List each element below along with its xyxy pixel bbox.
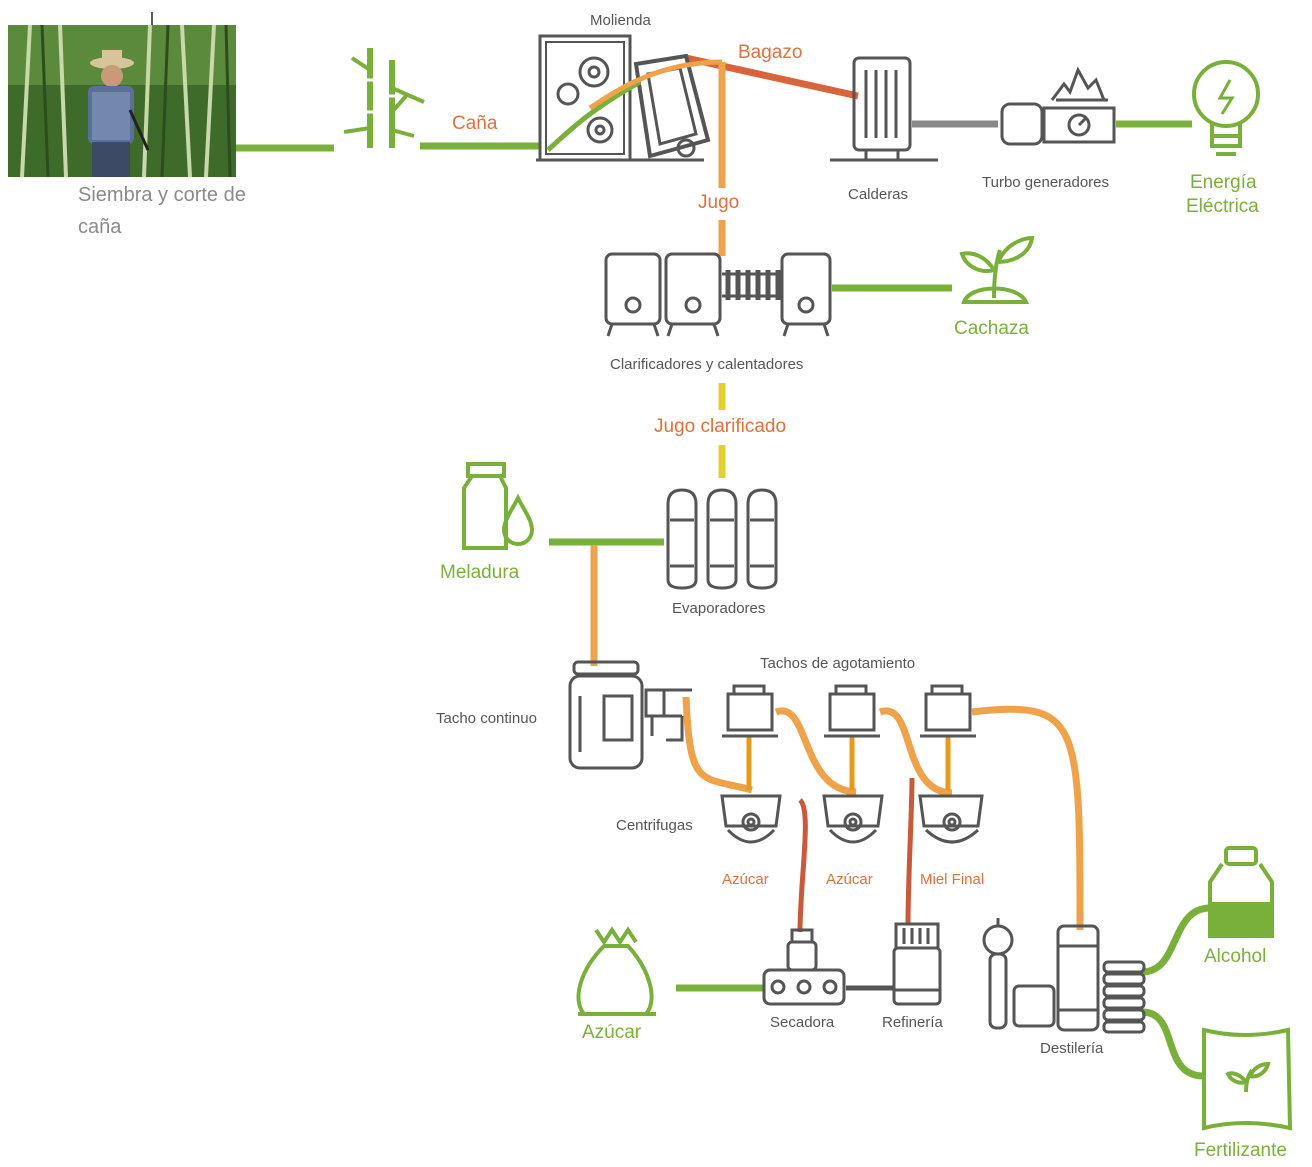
fertilizante-label: Fertilizante [1194, 1140, 1287, 1161]
photo-caption-line2: caña [78, 216, 122, 238]
pan-to-centrifuge-line [682, 696, 753, 794]
miel-final-label: Miel Final [920, 871, 985, 888]
bagazo-label: Bagazo [738, 42, 803, 63]
molienda-label: Molienda [590, 12, 651, 29]
centrifuge1-to-dryer-line [797, 798, 808, 933]
destileria-label: Destilería [1040, 1040, 1104, 1057]
jugo-clarificado-label: Jugo clarificado [654, 416, 787, 437]
cachaza-label: Cachaza [954, 318, 1029, 339]
cana-label: Caña [452, 113, 498, 134]
tacho1-to-centrifuge2-line [774, 707, 857, 796]
alcohol-label: Alcohol [1204, 946, 1267, 967]
boiler-icon [830, 56, 938, 162]
azucar-flow-2-label: Azúcar [826, 871, 873, 888]
connectors [236, 54, 1211, 1080]
sugar-sack-icon [576, 926, 656, 1016]
fertilizer-bag-icon [1202, 1027, 1293, 1131]
clarificadores-label: Clarificadores y calentadores [610, 356, 804, 373]
calderas-label: Calderas [848, 186, 909, 203]
tacho3-to-distillery-line [971, 705, 1084, 931]
refinery-icon [892, 922, 942, 1006]
secadora-label: Secadora [770, 1014, 835, 1031]
jar-drop-icon [462, 462, 535, 550]
continuous-pan-icon [568, 660, 692, 770]
azucar-flow-1-label: Azúcar [722, 871, 769, 888]
dryer-icon [762, 928, 846, 1006]
sugarcane-icon [343, 48, 425, 148]
bottle-icon [1208, 846, 1274, 938]
distillery-to-fertilizer-line [1141, 1008, 1205, 1080]
clarifier-heater-icon [604, 252, 832, 337]
refineria-label: Refinería [882, 1014, 943, 1031]
photo-caption-line1: Siembra y corte de [78, 184, 246, 206]
tachos-agotamiento-label: Tachos de agotamiento [760, 655, 916, 672]
seedling-icon [959, 235, 1035, 304]
turbo-label: Turbo generadores [982, 174, 1110, 191]
tacho-continuo-label: Tacho continuo [436, 710, 537, 727]
energia-label-line1: Energía [1190, 172, 1257, 193]
light-bulb-icon [1192, 60, 1260, 156]
energia-label-line2: Eléctrica [1186, 196, 1259, 217]
distillery-to-alcohol-line [1141, 904, 1211, 976]
meladura-label: Meladura [440, 562, 520, 583]
centrifuge2-to-refinery-line [905, 777, 915, 925]
tacho2-to-centrifuge3-line [878, 707, 953, 797]
azucar-product-label: Azúcar [582, 1022, 642, 1043]
centrifuge-icon [720, 794, 984, 844]
exhaustion-pan-icon [722, 684, 976, 738]
evaporadores-label: Evaporadores [672, 600, 766, 617]
farmer-photo [8, 12, 236, 178]
distillery-icon [982, 918, 1146, 1034]
turbo-generator-icon [1000, 66, 1116, 146]
mill-icon [536, 34, 723, 162]
evaporator-icon [666, 488, 778, 590]
jugo-label: Jugo [698, 192, 740, 213]
centrifugas-label: Centrifugas [616, 817, 693, 834]
